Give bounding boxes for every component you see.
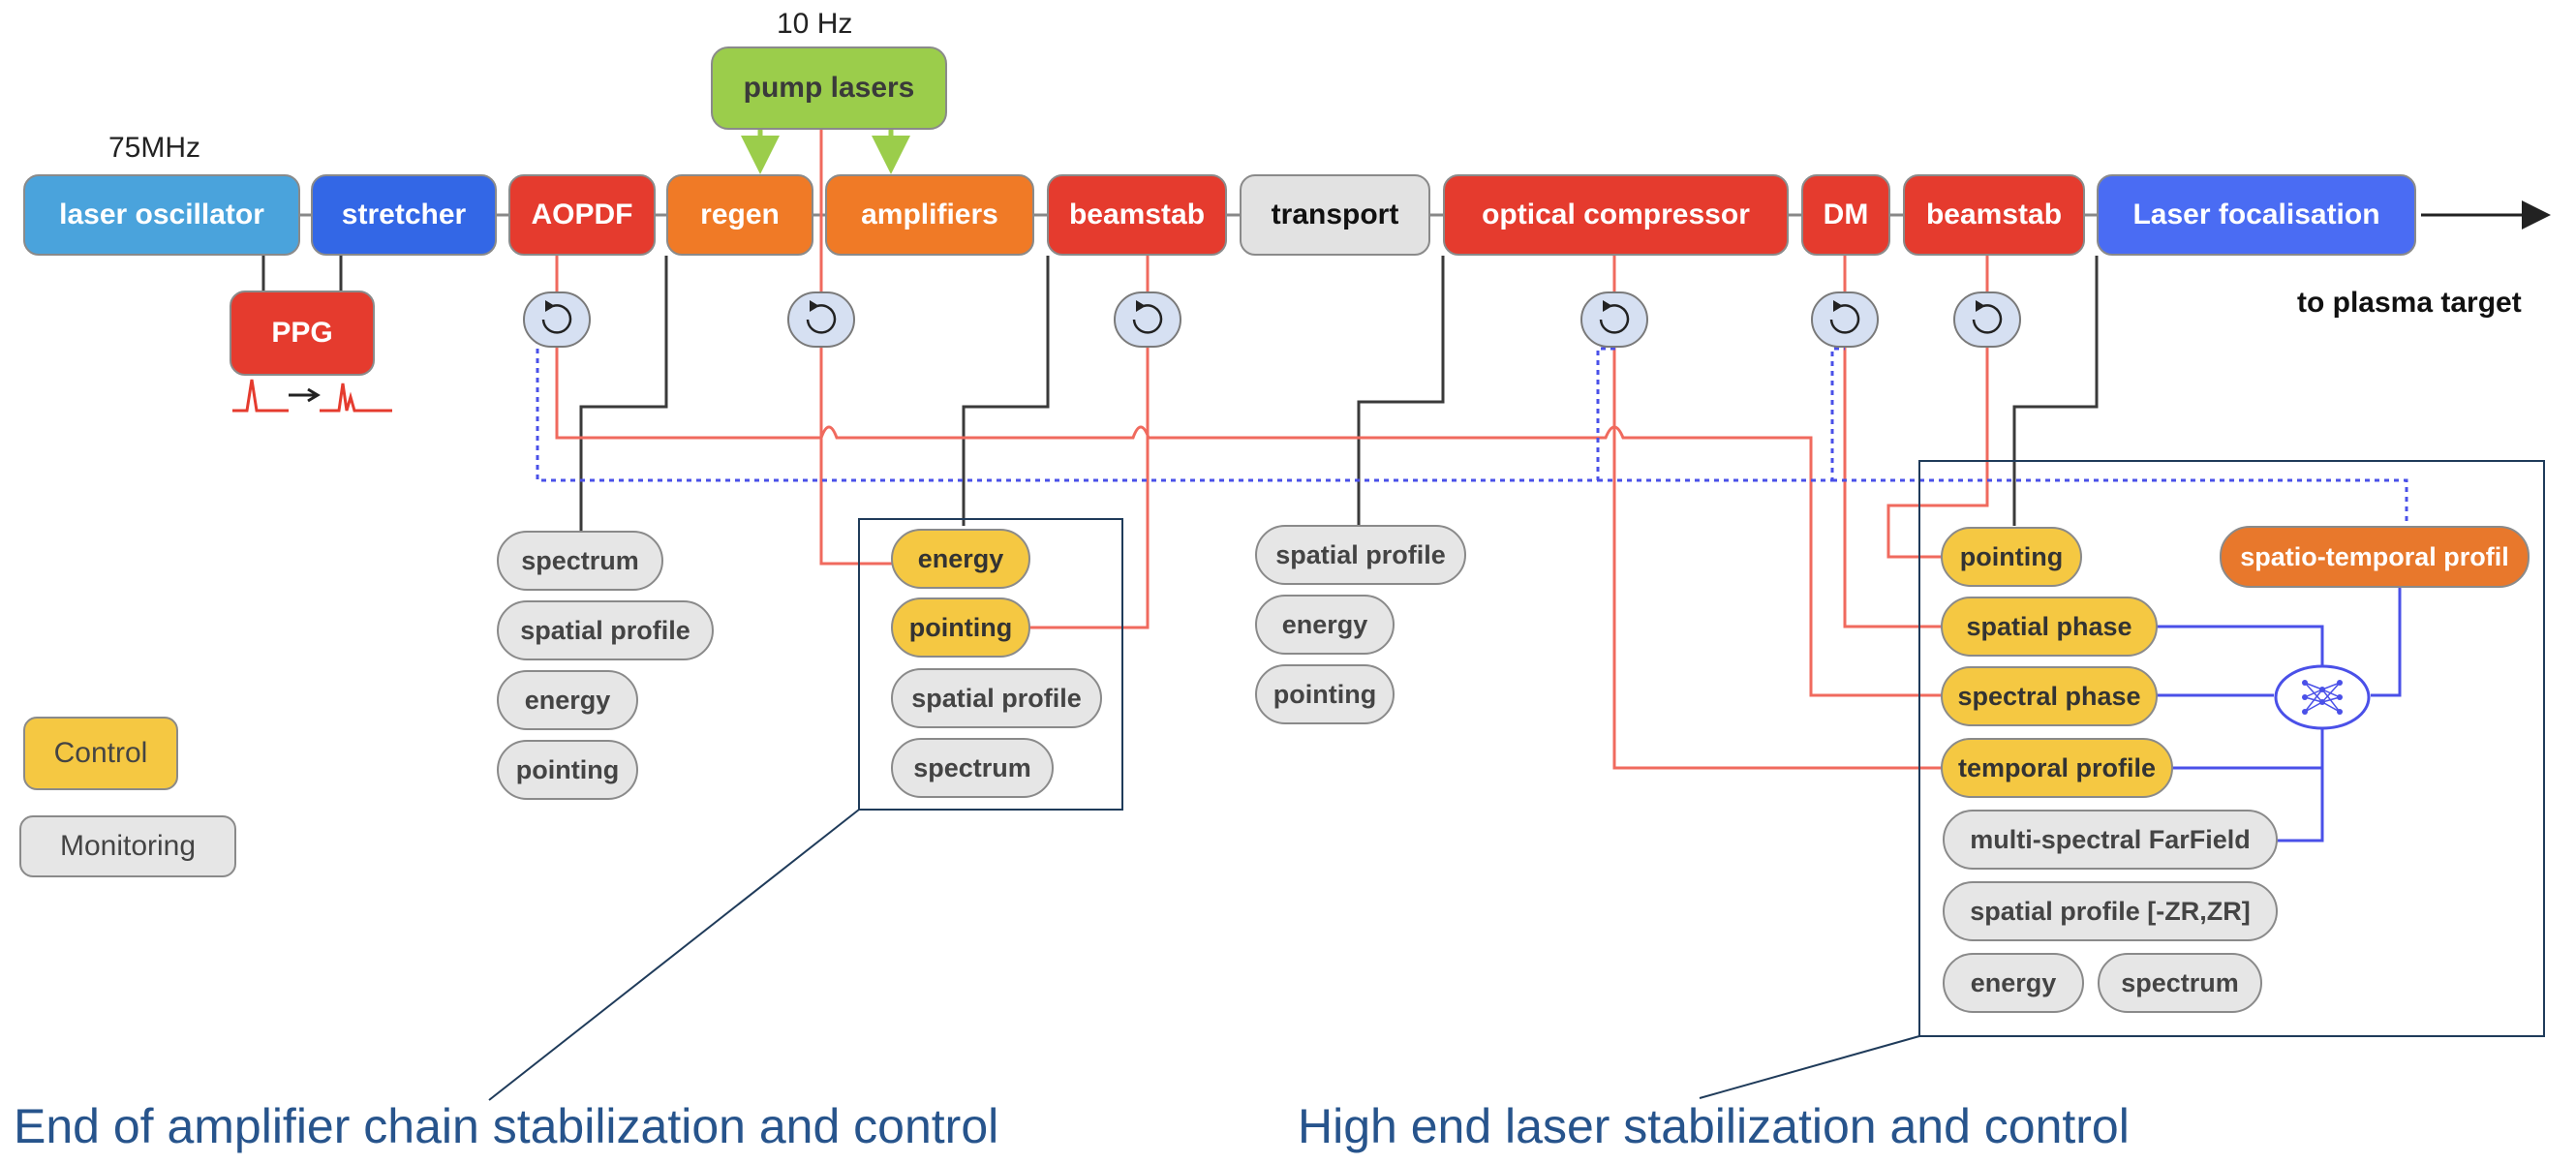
- regen-monitor-pointing[interactable]: pointing: [497, 740, 638, 800]
- transport-node[interactable]: transport: [1240, 174, 1430, 256]
- control-line-energy: [819, 339, 893, 566]
- high-end-group-box: [1918, 460, 2545, 1037]
- high-end-monitor-farfield[interactable]: multi-spectral FarField: [1943, 810, 2278, 870]
- high-end-monitor-energy[interactable]: energy: [1943, 953, 2084, 1013]
- laser-focalisation-node[interactable]: Laser focalisation: [2097, 174, 2416, 256]
- spatio-temporal-profile-node[interactable]: spatio-temporal profil: [2220, 526, 2530, 588]
- callout-leader-left: [488, 809, 860, 1101]
- caption-amplifier-chain: End of amplifier chain stabilization and…: [14, 1099, 999, 1153]
- caption-high-end: High end laser stabilization and control: [1298, 1099, 2130, 1153]
- transport-monitor-energy[interactable]: energy: [1255, 595, 1395, 655]
- feedback-line-temporal: [2169, 726, 2324, 770]
- regen-monitor-energy[interactable]: energy: [497, 670, 638, 730]
- ppg-node[interactable]: PPG: [230, 291, 375, 376]
- feedback-line-farfield: [2276, 768, 2324, 842]
- amp-monitor-spatial-profile[interactable]: spatial profile: [891, 668, 1102, 728]
- oscillator-frequency-label: 75MHz: [108, 132, 201, 164]
- transport-monitor-pointing[interactable]: pointing: [1255, 664, 1395, 724]
- high-end-monitor-spatial-profile[interactable]: spatial profile [-ZR,ZR]: [1943, 881, 2278, 941]
- high-end-monitor-spectrum[interactable]: spectrum: [2098, 953, 2262, 1013]
- high-end-control-spatial-phase[interactable]: spatial phase: [1941, 597, 2158, 657]
- legend-monitoring: Monitoring: [19, 815, 236, 877]
- beamstab-node-2[interactable]: beamstab: [1903, 174, 2085, 256]
- dotted-feedback-line: [536, 327, 2408, 528]
- high-end-control-temporal-profile[interactable]: temporal profile: [1941, 738, 2173, 798]
- amplifier-end-group-box: [858, 518, 1123, 811]
- monitor-line-beamstab1: [962, 256, 1050, 526]
- monitor-line-focalisation: [2012, 256, 2099, 526]
- feedback-loop-icon: [1811, 291, 1879, 348]
- legend-control: Control: [23, 717, 178, 790]
- monitor-line-regen: [579, 256, 668, 533]
- feedback-loop-icon: [1580, 291, 1648, 348]
- regen-monitor-spatial-profile[interactable]: spatial profile: [497, 600, 714, 660]
- pump-frequency-label: 10 Hz: [777, 8, 853, 40]
- control-line-aopdf-long: [555, 339, 1947, 697]
- neural-network-icon: [2274, 664, 2371, 730]
- dm-node[interactable]: DM: [1801, 174, 1890, 256]
- callout-leader-right: [1699, 1035, 1920, 1099]
- amplifiers-node[interactable]: amplifiers: [825, 174, 1034, 256]
- stretcher-node[interactable]: stretcher: [311, 174, 497, 256]
- feedback-loop-icon: [787, 291, 855, 348]
- regen-node[interactable]: regen: [666, 174, 813, 256]
- regen-monitor-spectrum[interactable]: spectrum: [497, 531, 663, 591]
- optical-compressor-node[interactable]: optical compressor: [1443, 174, 1789, 256]
- amp-control-energy[interactable]: energy: [891, 529, 1030, 589]
- amp-monitor-spectrum[interactable]: spectrum: [891, 738, 1054, 798]
- amp-control-pointing[interactable]: pointing: [891, 597, 1030, 658]
- feedback-loop-icon: [523, 291, 591, 348]
- to-plasma-target-label: to plasma target: [2297, 287, 2522, 319]
- control-line-pointing2: [1886, 339, 1989, 559]
- transport-monitor-spatial-profile[interactable]: spatial profile: [1255, 525, 1466, 585]
- aopdf-node[interactable]: AOPDF: [508, 174, 656, 256]
- control-line-pointing: [1025, 339, 1150, 629]
- pulse-train-icon: [232, 379, 392, 413]
- feedback-line-spatio-temporal: [2371, 587, 2402, 697]
- high-end-control-pointing[interactable]: pointing: [1941, 527, 2082, 587]
- pump-lasers-node[interactable]: pump lasers: [711, 46, 947, 130]
- beamstab-node-1[interactable]: beamstab: [1047, 174, 1227, 256]
- feedback-loop-icon: [1114, 291, 1181, 348]
- laser-oscillator-node[interactable]: laser oscillator: [23, 174, 300, 256]
- feedback-loop-icon: [1953, 291, 2021, 348]
- control-line-spatial-phase: [1843, 339, 1947, 628]
- control-line-temporal: [1612, 339, 1947, 770]
- monitor-line-transport: [1357, 256, 1445, 526]
- feedback-line-spatial-phase: [2155, 625, 2324, 668]
- high-end-control-spectral-phase[interactable]: spectral phase: [1941, 666, 2158, 726]
